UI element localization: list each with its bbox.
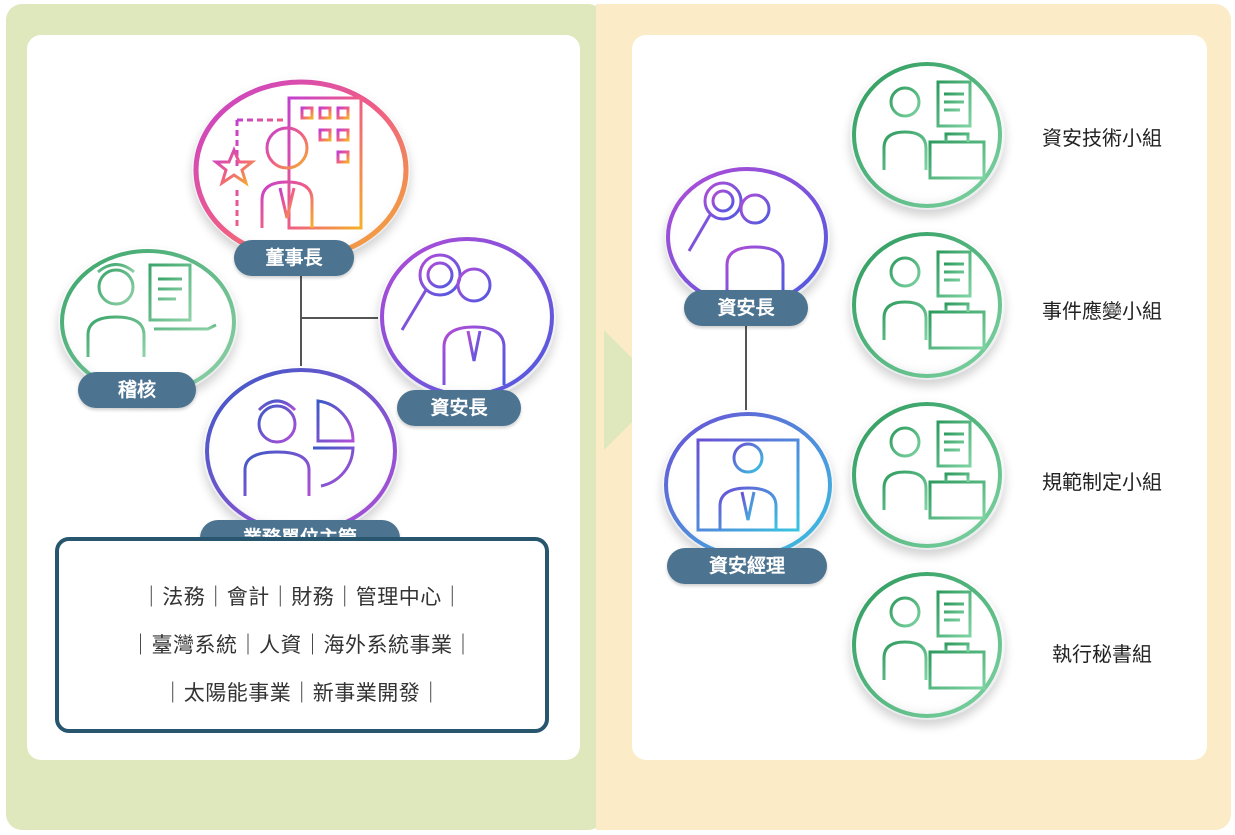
business-heads-circle <box>203 366 399 536</box>
team-label-4: 執行秘書組 <box>1052 642 1152 666</box>
team-circle-4 <box>850 570 1005 720</box>
audit-label: 稽核 <box>78 372 196 408</box>
ciso-label-left: 資安長 <box>397 390 521 426</box>
magnifier-person-icon <box>400 253 506 385</box>
monitor-person-icon <box>696 438 800 532</box>
ciso-label-right: 資安長 <box>684 290 808 326</box>
team-circle-2 <box>850 230 1005 380</box>
person-document-briefcase-icon <box>882 80 986 180</box>
team-label-3: 規範制定小組 <box>1042 470 1162 494</box>
auditor-document-icon <box>86 263 217 357</box>
person-document-briefcase-icon <box>882 250 986 350</box>
manager-label: 資安經理 <box>667 548 827 584</box>
team-circle-1 <box>850 60 1005 210</box>
departments-line-3: ｜太陽能事業｜新事業開發｜ <box>162 681 442 705</box>
chairman-label: 董事長 <box>234 240 354 276</box>
departments-line-1: ｜法務｜會計｜財務｜管理中心｜ <box>140 585 464 609</box>
team-label-1: 資安技術小組 <box>1042 126 1162 150</box>
team-circle-3 <box>850 400 1005 550</box>
departments-line-2: ｜臺灣系統｜人資｜海外系統事業｜ <box>130 633 474 657</box>
ciso-circle-right <box>665 165 830 310</box>
person-document-briefcase-icon <box>882 590 986 690</box>
person-document-briefcase-icon <box>882 420 986 520</box>
team-label-2: 事件應變小組 <box>1042 299 1162 323</box>
magnifier-person-icon <box>687 181 785 295</box>
departments-box: ｜法務｜會計｜財務｜管理中心｜ ｜臺灣系統｜人資｜海外系統事業｜ ｜太陽能事業｜… <box>55 537 549 733</box>
manager-circle <box>662 410 834 560</box>
manager-pie-chart-icon <box>243 399 355 496</box>
executive-building-icon <box>211 96 363 230</box>
ciso-circle-left <box>378 235 556 400</box>
